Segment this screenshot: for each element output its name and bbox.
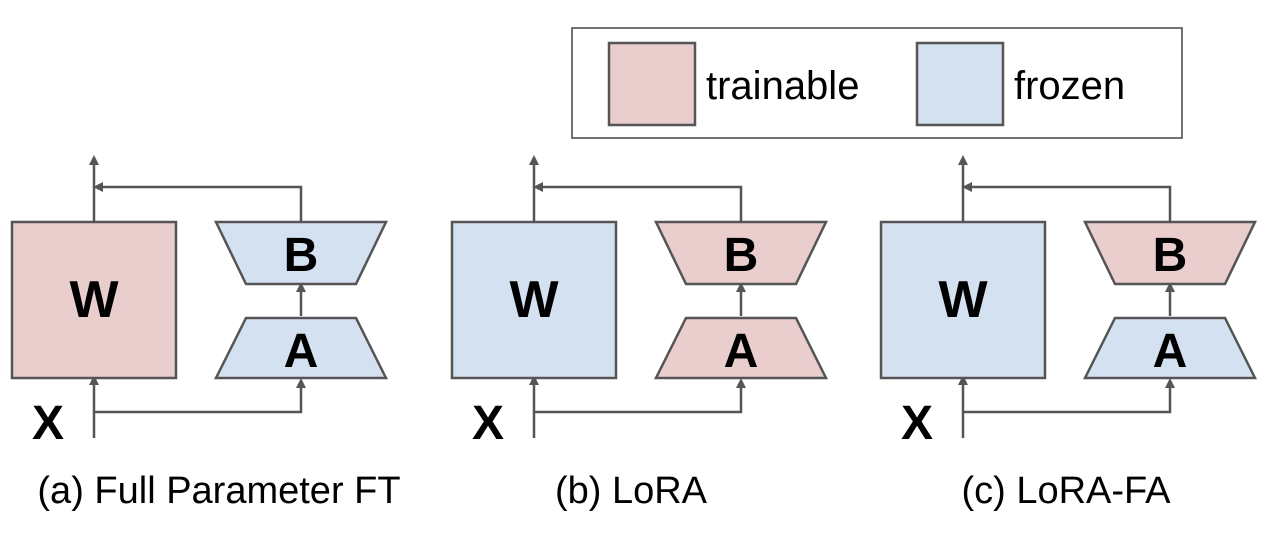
adapter-output-wire [533,182,743,222]
lora-matrix-b [214,220,388,286]
lora-matrix-a-label: A [284,325,319,378]
lora-matrix-a [213,316,389,380]
legend: trainable frozen [571,27,1183,139]
panel-caption: (a) Full Parameter FT [37,470,400,512]
lora-matrix-b-label: B [724,229,759,282]
adapter-output-wire [93,182,303,222]
lora-matrix-b-label: B [1153,229,1188,282]
lora-matrix-b [1083,220,1257,286]
panel-caption: (b) LoRA [555,470,708,512]
adapter-input-wire [534,378,746,414]
input-label-x: X [472,397,504,450]
panel-full-parameter-ft: W B A X (a) Full Parameter FT [10,155,401,512]
weight-matrix-label: W [69,271,119,329]
input-label-x: X [32,397,64,450]
weight-matrix-w [10,220,178,380]
legend-label-frozen: frozen [1014,64,1125,108]
legend-label-trainable: trainable [706,64,859,108]
lora-matrix-a-label: A [724,325,759,378]
weight-matrix-label: W [938,271,988,329]
lora-matrix-b [654,220,828,286]
panel-caption: (c) LoRA-FA [961,470,1171,512]
legend-swatch-trainable [607,41,697,127]
adapter-output-wire [962,182,1172,222]
legend-swatch-frozen [915,41,1005,127]
weight-matrix-w [450,220,618,380]
lora-matrix-a [653,316,829,380]
input-label-x: X [901,397,933,450]
lora-matrix-a-label: A [1153,325,1188,378]
panel-lora: W B A X (b) LoRA [450,155,829,512]
weight-matrix-w [879,220,1047,380]
panel-lora-fa: W B A X (c) LoRA-FA [879,155,1258,512]
lora-matrix-b-label: B [284,229,319,282]
weight-matrix-label: W [509,271,559,329]
adapter-input-wire [963,378,1175,414]
adapter-input-wire [94,378,306,414]
lora-matrix-a [1082,316,1258,380]
